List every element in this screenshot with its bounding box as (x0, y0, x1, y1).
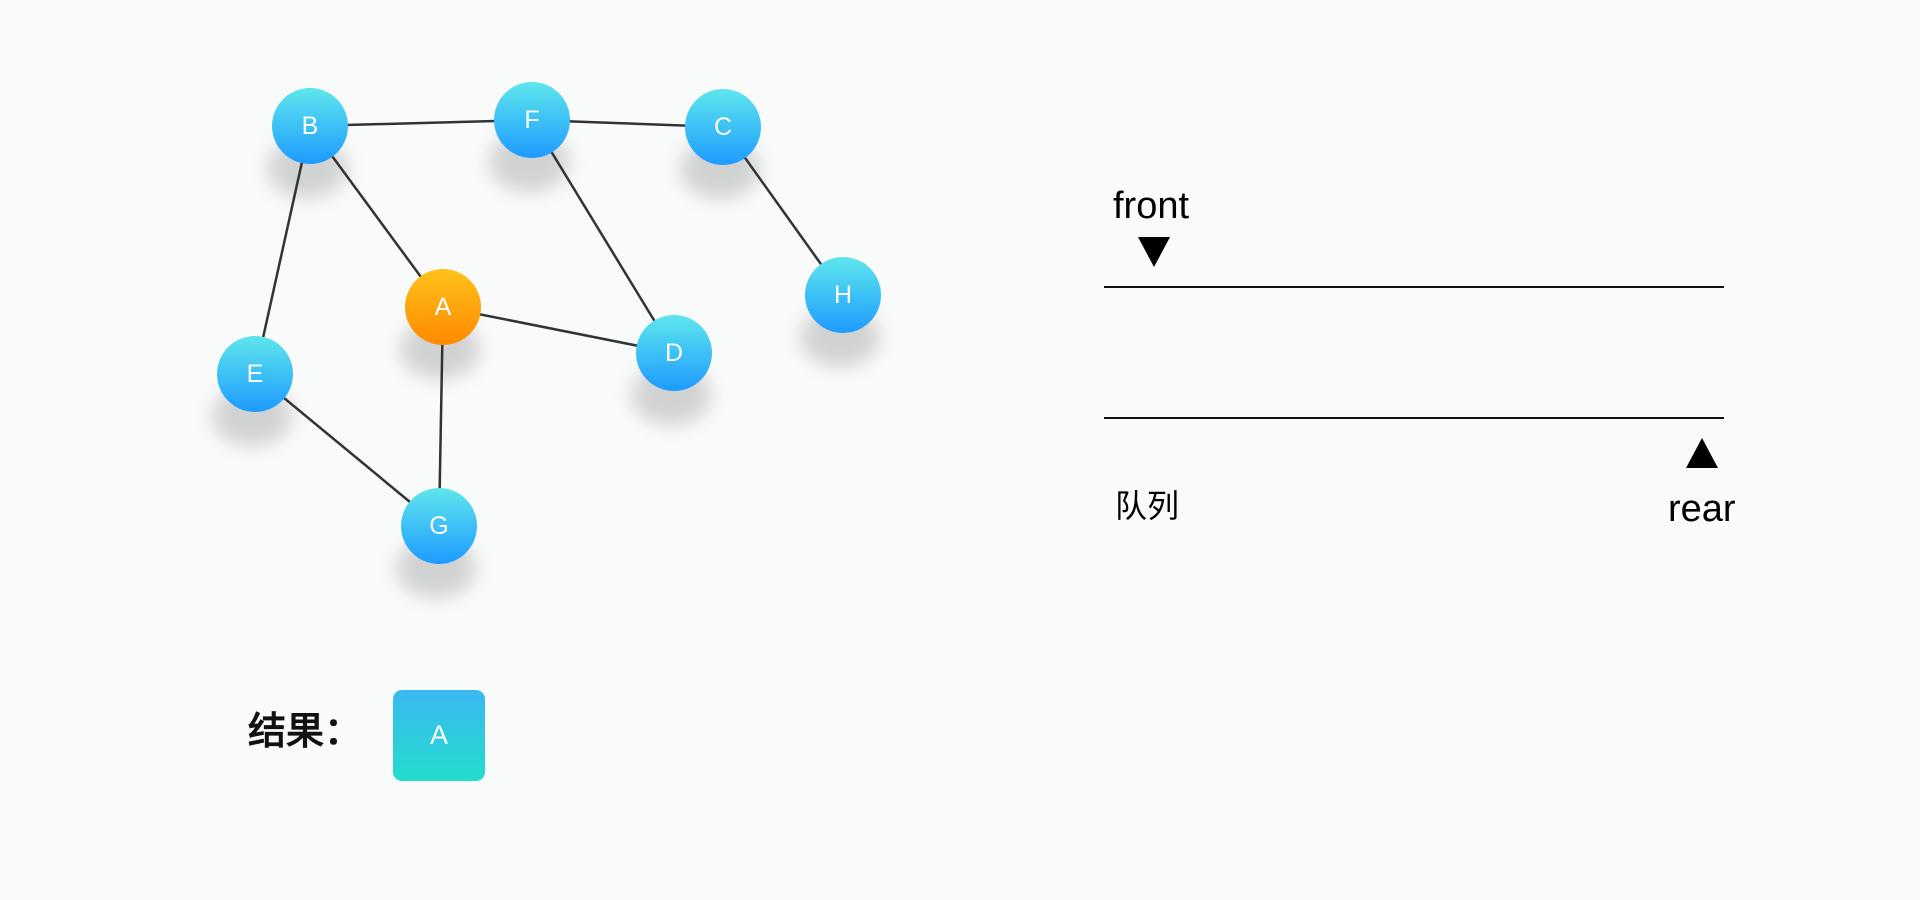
node-label: F (524, 106, 539, 134)
node-circle (217, 336, 293, 412)
node-circle (401, 488, 477, 564)
node-label: H (834, 281, 852, 309)
node-shadows (212, 132, 880, 598)
queue-title: 队列 (1115, 487, 1180, 525)
node-label: C (714, 113, 732, 141)
edge-f-d (530, 119, 676, 354)
node-g: G (401, 488, 477, 564)
edge-a-d (442, 305, 675, 355)
queue-front-label: front (1113, 185, 1190, 227)
node-label: B (302, 112, 319, 140)
node-circle (685, 89, 761, 165)
node-h: H (805, 257, 881, 333)
node-label: D (665, 339, 683, 367)
node-circle (494, 82, 570, 158)
result-list: A (393, 690, 485, 781)
node-circle (405, 269, 481, 345)
graph-nodes: A B C D E F G H (217, 82, 881, 564)
node-b: B (272, 88, 348, 164)
result-label: 结果： (248, 709, 363, 753)
queue-rear-arrow-icon (1686, 438, 1718, 468)
edge-e-g (254, 373, 440, 527)
node-label: G (429, 512, 448, 540)
node-circle (636, 315, 712, 391)
node-a: A (405, 269, 481, 345)
result-item: A (393, 690, 485, 781)
node-d: D (636, 315, 712, 391)
queue-top-border (1104, 286, 1724, 288)
node-circle (272, 88, 348, 164)
node-label: A (435, 293, 452, 321)
node-f: F (494, 82, 570, 158)
queue-front-arrow-icon (1138, 237, 1170, 267)
edge-b-e (253, 125, 312, 375)
queue-bottom-border (1104, 417, 1724, 419)
node-circle (805, 257, 881, 333)
node-c: C (685, 89, 761, 165)
queue-rear-label: rear (1668, 488, 1736, 530)
queue-items (1104, 288, 1724, 416)
node-e: E (217, 336, 293, 412)
node-label: E (247, 360, 264, 388)
